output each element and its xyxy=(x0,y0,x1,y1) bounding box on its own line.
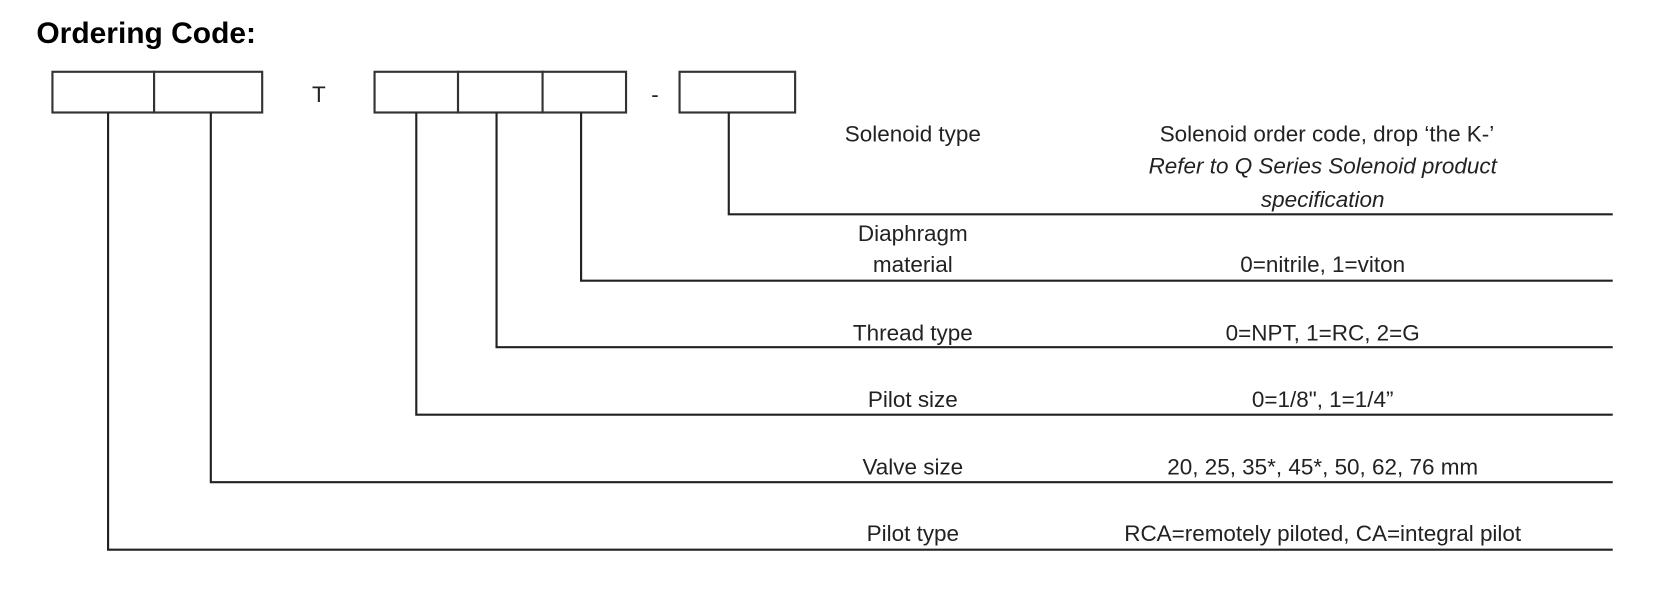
label-pilot-type: Pilot type xyxy=(867,521,959,546)
code-box-solenoid-type xyxy=(678,70,797,114)
field-labels: Solenoid type Diaphragm material Thread … xyxy=(845,121,981,546)
desc-valve-size: 20, 25, 35*, 45*, 50, 62, 76 mm xyxy=(1167,455,1478,480)
label-thread-type: Thread type xyxy=(853,321,973,346)
leader-line-solenoid xyxy=(727,112,1613,216)
leader-line-pilot-type xyxy=(107,112,1613,551)
desc-diaphragm-material: 0=nitrile, 1=viton xyxy=(1240,252,1405,277)
leader-line-valve-size xyxy=(209,112,1613,484)
note-solenoid-type: Refer to Q Series Solenoid product xyxy=(1149,154,1499,179)
label-solenoid-type: Solenoid type xyxy=(845,121,981,146)
desc-pilot-type: RCA=remotely piloted, CA=integral pilot xyxy=(1124,521,1522,546)
desc-pilot-size: 0=1/8", 1=1/4” xyxy=(1252,387,1394,412)
desc-solenoid-type: Solenoid order code, drop ‘the K-’ xyxy=(1160,121,1495,146)
leader-line-pilot-size xyxy=(415,112,1613,416)
field-descriptions: Solenoid order code, drop ‘the K-’ Refer… xyxy=(1124,121,1522,546)
code-box-pilot-size xyxy=(373,70,460,114)
label-valve-size: Valve size xyxy=(862,455,963,480)
desc-thread-type: 0=NPT, 1=RC, 2=G xyxy=(1226,321,1420,346)
code-box-diaphragm-material xyxy=(541,70,628,114)
code-box-thread-type xyxy=(456,70,544,114)
label-pilot-size: Pilot size xyxy=(868,387,958,412)
label-diaphragm-material: Diaphragm xyxy=(858,221,968,246)
code-box-valve-size xyxy=(153,70,264,114)
page-title: Ordering Code: xyxy=(36,17,256,50)
label-diaphragm-material-2: material xyxy=(873,252,953,277)
leader-lines xyxy=(107,112,1613,551)
leader-line-thread xyxy=(495,112,1613,349)
note-solenoid-type-2: specification xyxy=(1261,187,1385,212)
code-box-pilot-type xyxy=(51,70,156,114)
leader-line-diaphragm xyxy=(580,112,1613,282)
code-boxes: T - xyxy=(51,70,797,114)
separator-t: T xyxy=(312,82,326,107)
separator-dash: - xyxy=(651,82,658,107)
